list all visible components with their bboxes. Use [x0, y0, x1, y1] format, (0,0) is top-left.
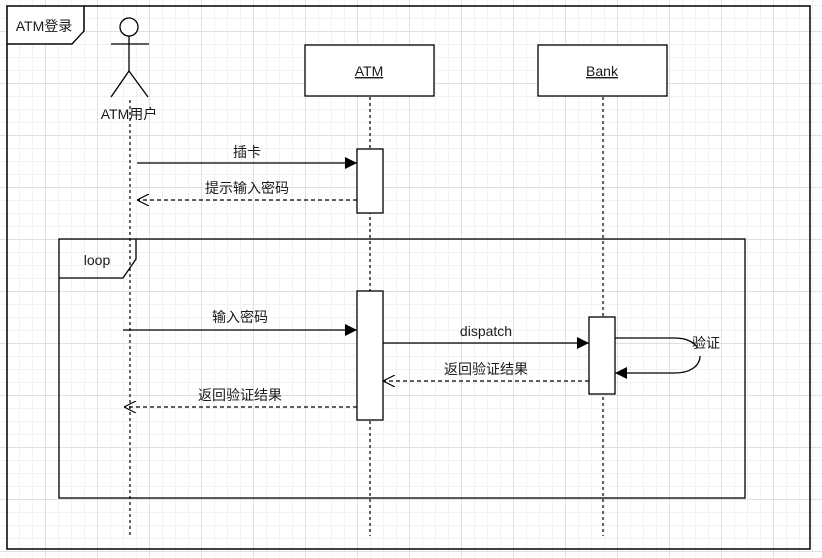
message-return-result-bank[interactable]: 返回验证结果 [383, 361, 589, 381]
frame-title: ATM登录 [16, 18, 73, 34]
loop-fragment[interactable]: loop [58, 238, 746, 499]
message-prompt-password[interactable]: 提示输入密码 [137, 180, 357, 200]
message-label: 插卡 [233, 144, 261, 160]
message-label: 返回验证结果 [444, 361, 528, 377]
activation-atm-2[interactable] [356, 290, 384, 421]
message-label: 提示输入密码 [205, 180, 289, 196]
participant-bank-label: Bank [586, 63, 619, 79]
loop-label: loop [84, 252, 111, 268]
activation-bank[interactable] [588, 316, 616, 395]
message-label: 验证 [692, 335, 720, 351]
outer-frame[interactable]: ATM登录 [6, 5, 811, 550]
message-label: dispatch [460, 323, 512, 339]
actor-label: ATM用户 [101, 106, 158, 122]
participant-atm-label: ATM [355, 63, 384, 79]
message-label: 返回验证结果 [198, 387, 282, 403]
participant-bank[interactable]: Bank [537, 44, 668, 97]
message-return-result-atm[interactable]: 返回验证结果 [124, 387, 357, 407]
message-insert-card[interactable]: 插卡 [137, 144, 357, 169]
message-dispatch[interactable]: dispatch [383, 323, 589, 349]
message-self-verify[interactable]: 验证 [615, 335, 720, 379]
message-enter-password[interactable]: 输入密码 [123, 309, 357, 336]
actor-user[interactable]: ATM用户 [92, 17, 166, 122]
message-label: 输入密码 [212, 309, 268, 325]
participant-atm[interactable]: ATM [304, 44, 435, 97]
activation-atm-1[interactable] [356, 148, 384, 214]
actor-stick-figure-icon [110, 17, 149, 98]
